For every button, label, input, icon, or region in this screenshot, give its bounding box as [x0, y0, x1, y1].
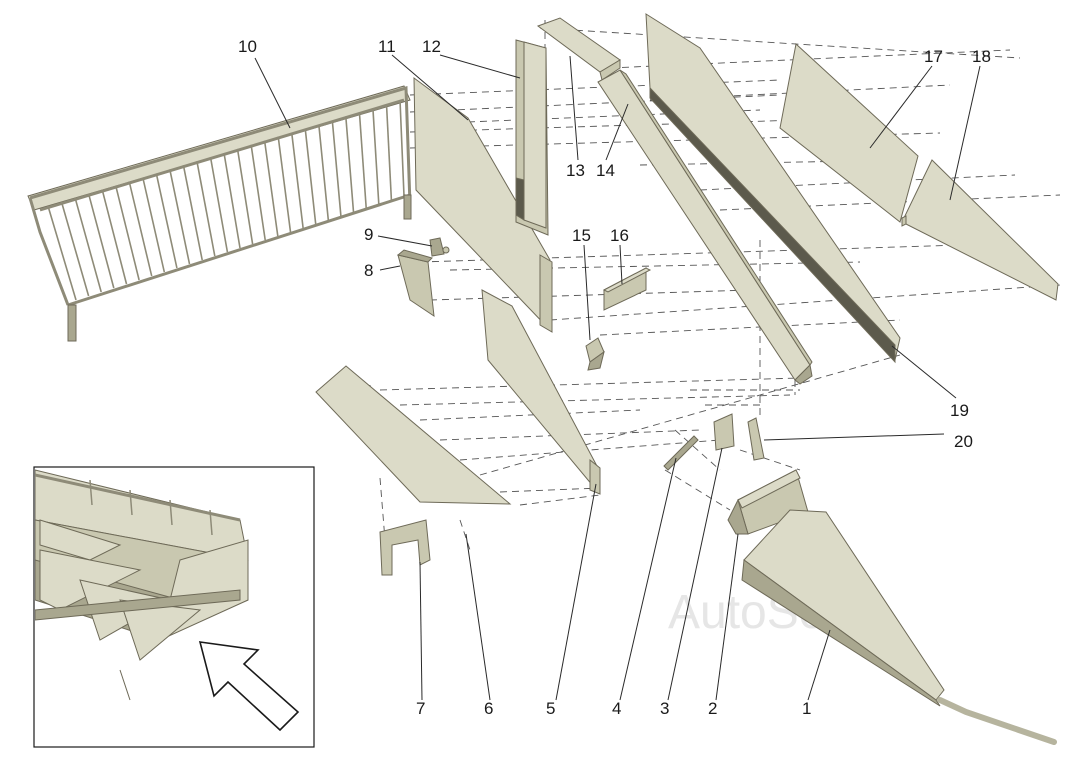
- inset-view: [33, 466, 315, 748]
- part-14-beam: [597, 69, 813, 385]
- callout-1: 1: [802, 699, 811, 718]
- railing-bar: [128, 181, 153, 277]
- railing-bar: [250, 144, 266, 241]
- callout-15: 15: [572, 226, 591, 245]
- part-4-rod: [663, 435, 699, 471]
- part-19-side-panel: [645, 13, 901, 364]
- callout-13: 13: [566, 161, 585, 180]
- part-16-block: [602, 267, 652, 311]
- railing-bar: [345, 116, 355, 213]
- part-13-bracket: [536, 17, 621, 81]
- railing-bar: [155, 173, 178, 269]
- railing-bar: [196, 161, 216, 257]
- railing-bar: [101, 189, 128, 285]
- railing-bar: [236, 148, 254, 245]
- callout-11: 11: [378, 37, 396, 56]
- railing-bar: [263, 140, 279, 237]
- part-12-vertical-plate: [515, 39, 549, 236]
- part-8-bracket: [396, 249, 435, 318]
- railing-bar: [209, 156, 229, 253]
- callout-7: 7: [416, 699, 425, 718]
- part-20-bracket: [747, 417, 765, 461]
- callout-16: 16: [610, 226, 629, 245]
- callout-2: 2: [708, 699, 717, 718]
- railing-bar: [318, 124, 330, 221]
- part-1-divider: [741, 509, 1057, 745]
- part-18-plate: [901, 159, 1059, 301]
- callout-12: 12: [422, 37, 441, 56]
- part-17-plate: [779, 43, 919, 223]
- part-7-bracket: [379, 519, 431, 576]
- railing-bar: [60, 201, 90, 297]
- callout-9: 9: [364, 225, 373, 244]
- callout-4: 4: [612, 699, 621, 718]
- railing-bar: [277, 136, 292, 233]
- railing-bar: [358, 112, 367, 209]
- callout-20: 20: [954, 432, 973, 451]
- callout-8: 8: [364, 261, 373, 280]
- part-10-railing: [27, 85, 412, 342]
- callout-14: 14: [596, 161, 615, 180]
- railing-bar: [169, 169, 191, 265]
- railing-bar: [399, 99, 405, 197]
- railing-bar: [385, 104, 393, 201]
- arrow-icon: [198, 641, 300, 732]
- railing-bar: [114, 185, 140, 281]
- part-6-shield: [315, 365, 512, 505]
- callout-17: 17: [924, 47, 943, 66]
- railing-bar: [47, 205, 77, 301]
- part-3-plate: [713, 413, 735, 451]
- part-9-bolt: [429, 237, 450, 257]
- callout-10: 10: [238, 37, 257, 56]
- railing-bar: [142, 177, 166, 273]
- railing-bar: [331, 120, 342, 217]
- railing-bar: [372, 108, 380, 205]
- railing-bar: [87, 193, 115, 289]
- callout-labels: 1 2 3 4 5 6 7 8 9 10 11 12 13 14 15 16 1…: [238, 37, 991, 718]
- part-5-panel: [481, 289, 601, 495]
- railing-bar: [182, 165, 203, 261]
- railing-bar: [74, 197, 102, 293]
- part-15-clip: [585, 337, 605, 371]
- callout-6: 6: [484, 699, 493, 718]
- callout-19: 19: [950, 401, 969, 420]
- part-11-panel: [413, 76, 553, 333]
- callout-5: 5: [546, 699, 555, 718]
- callout-3: 3: [660, 699, 669, 718]
- railing-bar: [290, 132, 304, 229]
- leader-lines: [254, 54, 981, 701]
- railing-bar: [223, 152, 241, 249]
- railing-bar: [304, 128, 317, 225]
- callout-18: 18: [972, 47, 991, 66]
